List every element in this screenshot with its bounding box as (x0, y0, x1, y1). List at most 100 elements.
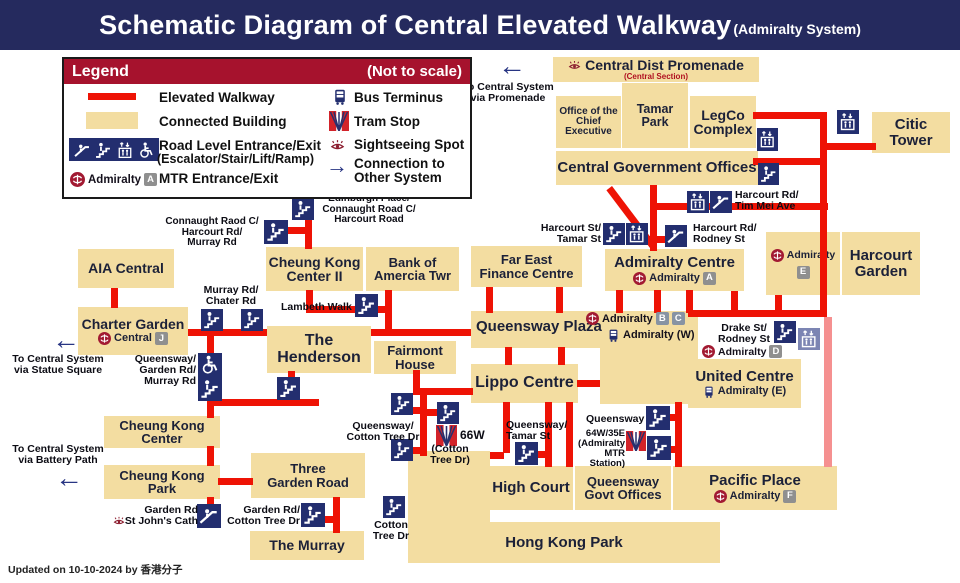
mtr-exit-badge: J (154, 332, 168, 346)
building-citic-tower: Citic Tower (872, 112, 950, 153)
walkway-segment (218, 478, 253, 485)
walkway-segment (545, 402, 552, 467)
walkway-segment (654, 290, 661, 313)
walkway-segment (820, 112, 827, 317)
walkway-segment (426, 409, 440, 416)
building-office-chief-executive: Office of the Chief Executive (556, 96, 621, 148)
bus-icon (703, 385, 715, 398)
stairs-icon (292, 198, 314, 220)
stairs-icon (437, 402, 459, 424)
mtr-exit-badge: C (671, 312, 685, 325)
mtr-exit-badge: D (769, 345, 783, 358)
stairs-icon (301, 503, 325, 527)
building-label: Central Government Offices (557, 159, 757, 177)
stairs-icon (515, 442, 538, 465)
building-label: Bank of Amercia Twr (373, 254, 452, 283)
stairs-icon (391, 393, 413, 415)
legend-label-connected-building: Connected Building (159, 114, 287, 129)
walkway-segment (753, 112, 825, 119)
legend-label-mtr-entrance: MTR Entrance/Exit (159, 171, 279, 186)
building-label: AIA Central (88, 260, 164, 277)
stairs-icon (241, 309, 263, 331)
building-label: High Court (492, 479, 570, 497)
bus-label: Admiralty (W) (623, 329, 695, 341)
walkway-segment (650, 185, 657, 251)
building-cheung-kong-center-ii: Cheung Kong Center II (266, 247, 363, 291)
mtr-exit-badge: F (783, 489, 797, 503)
connection-arrow-icon: ← (498, 50, 526, 81)
building-hong-kong-park: Hong Kong Park (408, 522, 720, 563)
walkway-segment (333, 497, 340, 533)
tram-stop-label-66w: 66W (460, 428, 485, 442)
walkway-segment (406, 407, 421, 414)
walkway-segment (616, 290, 623, 313)
building-label: Fairmont House (387, 343, 443, 372)
walkway-segment (207, 399, 319, 406)
building-harcourt-garden: Harcourt Garden (842, 232, 920, 295)
building-lippo-centre: Lippo Centre (471, 364, 578, 403)
building-label: Three Garden Road (267, 461, 349, 490)
legend-label-road-entrance: Road Level Entrance/Exit (159, 138, 322, 153)
building-label: The Murray (269, 537, 345, 554)
building-sublabel: (Central Section) (623, 71, 688, 81)
walkway-segment (503, 402, 510, 453)
sightseeing-icon (113, 516, 125, 526)
building-high-court: High Court (489, 466, 573, 510)
building-label: Office of the Chief Executive (559, 105, 618, 138)
stairs-icon (198, 377, 222, 401)
entrance-label-queensway-cotton: Queensway/ Cotton Tree Dr (346, 420, 420, 444)
mtr-station-label: Admiralty (602, 312, 653, 325)
walkway-segment (306, 306, 387, 313)
walkway-segment (406, 447, 421, 454)
mtr-logo-icon (770, 248, 784, 262)
legend-title: Legend (72, 62, 129, 80)
entrance-label-connaught-road: Connaught Raod C/ Harcourt Rd/ Murray Rd (165, 216, 259, 248)
lift-icon (687, 191, 709, 213)
building-central-govt-offices: Central Government Offices (556, 151, 758, 185)
entrance-label-harcourt-tim-mei: Harcourt Rd/ Tim Mei Ave (735, 189, 799, 213)
connection-label-battery-path: To Central System via Battery Path (12, 443, 104, 467)
legend-label-elevated-walkway: Elevated Walkway (159, 90, 275, 105)
building-the-murray: The Murray (250, 531, 364, 560)
legend-entrance-swatch (69, 138, 159, 161)
legend-header: Legend (Not to scale) (64, 59, 470, 84)
entrance-label-harcourt-tamar: Harcourt St/ Tamar St (540, 222, 601, 246)
building-charter-garden: Charter Garden Central J (78, 307, 188, 355)
entrance-label-queensway-stop: Queensway (586, 413, 645, 425)
walkway-segment (566, 402, 573, 467)
sightseeing-icon (330, 139, 345, 152)
walkway-segment (285, 227, 306, 234)
mtr-exit-badge: B (655, 312, 669, 325)
entrance-label-harcourt-rodney: Harcourt Rd/ Rodney St (693, 222, 757, 246)
legend-scale-note: (Not to scale) (366, 63, 462, 80)
walkway-segment (486, 287, 493, 313)
walkway-segment (505, 347, 512, 365)
building-label: Pacific Place (709, 472, 801, 490)
building-label: The Henderson (277, 332, 361, 366)
mtr-station-label: Admiralty (718, 345, 767, 358)
stairs-icon (646, 406, 670, 430)
legend-label-bus-terminus: Bus Terminus (354, 90, 444, 105)
building-label: Far East Finance Centre (479, 252, 574, 281)
mtr-exit-row: Admiralty B C (586, 312, 685, 325)
building-label: Queensway Govt Offices (584, 473, 662, 502)
walkway-segment (753, 158, 823, 165)
walkway-segment (675, 402, 682, 467)
building-label: Citic Tower (889, 116, 933, 149)
mtr-exit-badge: A (144, 173, 158, 186)
legend-mtr-row: Admiralty A (70, 172, 158, 187)
legend-label-tram-stop: Tram Stop (354, 114, 421, 129)
building-bank-of-amercia-twr: Bank of Amercia Twr (366, 247, 459, 291)
entrance-label-queensway-garden-murray: Queensway/ Garden Rd/ Murray Rd (134, 353, 196, 388)
building-label: United Centre (695, 367, 794, 385)
stairs-icon (355, 294, 378, 317)
walkway-segment (413, 370, 420, 392)
entrance-label-murray-chater: Murray Rd/ Chater Rd (203, 284, 259, 308)
bus-terminus-row: Admiralty (W) (607, 328, 695, 342)
building-label: Tamar Park (636, 101, 674, 129)
bus-icon (332, 88, 348, 106)
building-label: Cheung Kong Center II (268, 253, 361, 284)
connection-arrow-icon: → (326, 153, 348, 178)
tram-stop-sublabel-66w: (Cotton Tree Dr) (430, 443, 470, 467)
walkway-segment (731, 291, 738, 317)
